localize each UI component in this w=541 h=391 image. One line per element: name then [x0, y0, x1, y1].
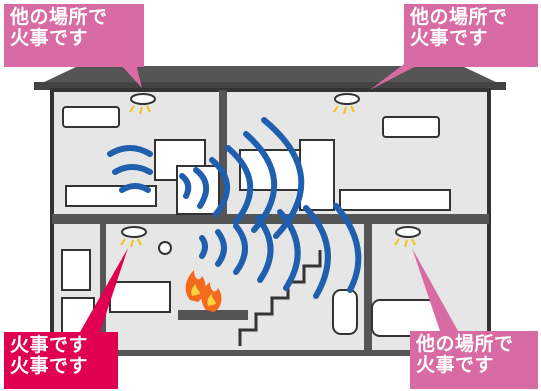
clock-icon — [158, 241, 172, 255]
bed-right — [339, 189, 451, 211]
wireless-signal-icon — [107, 117, 362, 299]
kitchen-table — [178, 310, 248, 320]
smoke-detector-icon — [394, 226, 421, 248]
lower-wall-right — [364, 224, 372, 352]
toilet — [332, 289, 358, 335]
air-conditioner-left — [62, 106, 120, 128]
callout-pointer-bottom-left — [80, 248, 128, 332]
lower-wall-left — [100, 224, 106, 352]
air-conditioner-right — [382, 116, 440, 138]
callout-text-line: 火事です — [10, 355, 89, 377]
roof-eave — [34, 82, 506, 90]
floor-divider — [52, 214, 489, 224]
bed-left — [65, 185, 157, 207]
roof — [40, 66, 500, 84]
callout-bottom-left: 火事です 火事です — [4, 332, 118, 389]
smoke-detector-icon — [333, 93, 360, 115]
callout-text-line: 他の場所で — [416, 333, 514, 355]
callout-pointer-top-left — [120, 64, 142, 88]
callout-text-line: 火事です — [10, 27, 89, 49]
smoke-detector-icon — [129, 93, 156, 115]
hall-door — [61, 249, 91, 291]
callout-text-line: 他の場所で — [410, 6, 508, 28]
callout-text-line: 火事です — [416, 354, 495, 376]
cabinet-upper-right — [299, 139, 335, 211]
staircase — [238, 250, 322, 346]
callout-text-line: 火事です — [10, 334, 89, 356]
callout-text-line: 他の場所で — [10, 6, 108, 28]
callout-bottom-right: 他の場所で 火事です — [410, 331, 538, 389]
callout-top-left: 他の場所で 火事です — [4, 4, 144, 67]
callout-pointer-top-right — [370, 64, 420, 90]
callout-pointer-bottom-right — [412, 248, 458, 331]
ground — [40, 350, 505, 356]
upper-wall — [219, 90, 227, 214]
callout-text-line: 火事です — [410, 27, 489, 49]
callout-top-right: 他の場所で 火事です — [404, 4, 538, 67]
smoke-detector-icon — [120, 226, 147, 248]
kitchen-counter — [109, 281, 171, 313]
fire-icon — [185, 270, 222, 312]
